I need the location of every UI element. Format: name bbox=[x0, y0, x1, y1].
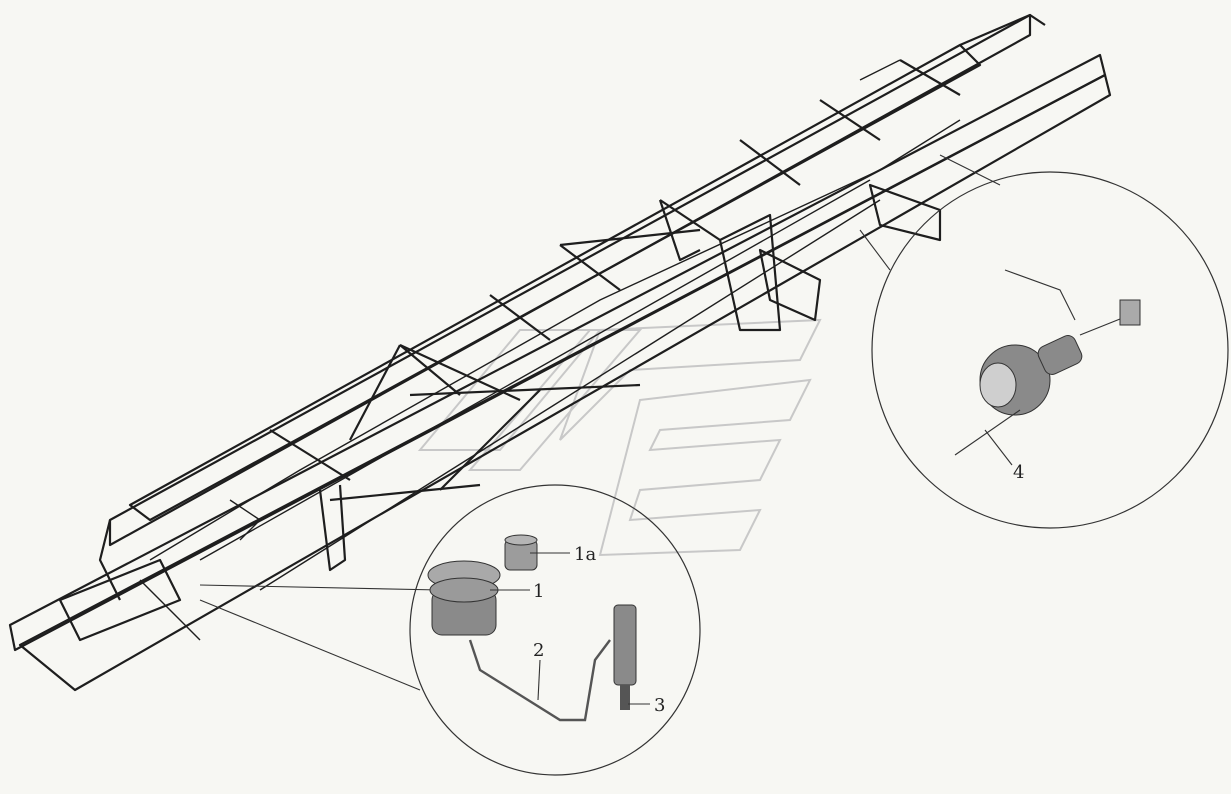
master-cylinder-component bbox=[613, 604, 637, 710]
hydraulic-pipe bbox=[468, 639, 611, 722]
detail-circle-reservoir bbox=[409, 484, 701, 776]
detail-circle-booster bbox=[871, 171, 1229, 529]
callout-label-1a: 1a bbox=[574, 544, 596, 565]
callout-label-4: 4 bbox=[1013, 462, 1024, 483]
callout-label-1: 1 bbox=[533, 581, 544, 602]
callout-label-2: 2 bbox=[533, 640, 544, 661]
detail-leaders bbox=[199, 154, 1001, 691]
clutch-booster-component bbox=[954, 269, 1141, 456]
watermark-logo bbox=[417, 318, 822, 557]
filter-cup-component bbox=[504, 534, 538, 571]
callout-label-3: 3 bbox=[654, 695, 665, 716]
reservoir-component bbox=[427, 560, 501, 636]
chassis-frame bbox=[8, 13, 1112, 692]
callout-leaders bbox=[490, 429, 1013, 705]
